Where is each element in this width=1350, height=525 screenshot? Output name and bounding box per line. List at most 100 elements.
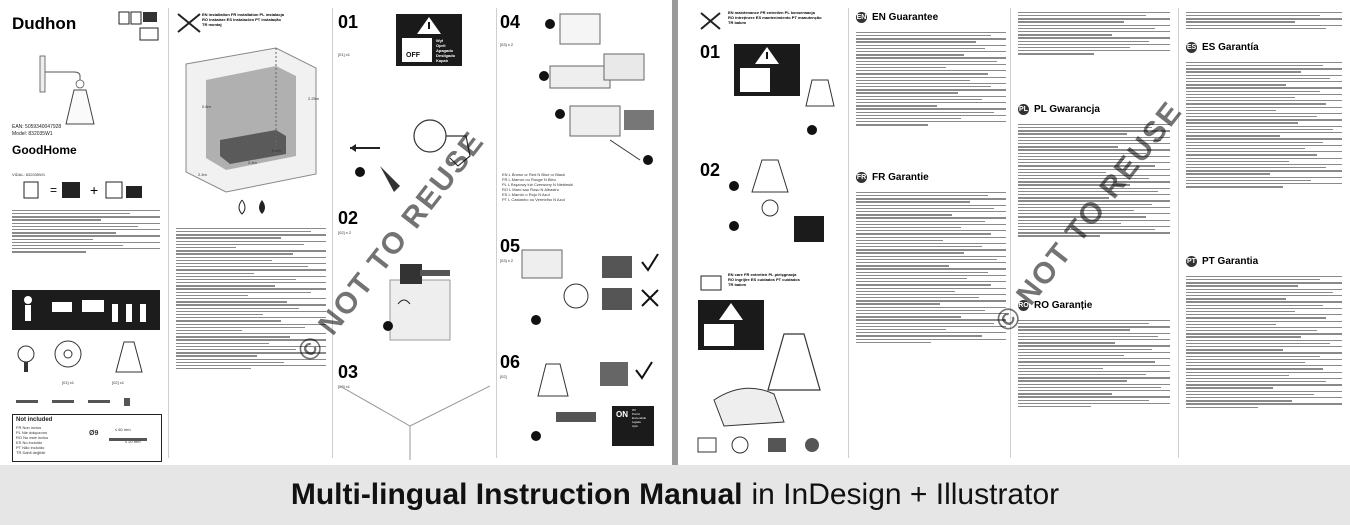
model-label: Model: 832035W1 (12, 131, 53, 137)
ro-flag-icon: RO (1018, 300, 1029, 311)
maint-breaker-panel (734, 44, 800, 96)
shade-fitting-diagram (531, 361, 654, 446)
care-languages: EN care FR entretien PL pielęgnacja RO î… (728, 272, 800, 287)
wiring-check-diagram (521, 249, 659, 325)
tools-panel (12, 290, 160, 330)
not-included-title: Not included (16, 417, 53, 423)
dim-4: 2.25m (308, 96, 320, 101)
maint-step-01: 01 (700, 42, 721, 62)
guarantee-ro-title: RO Garanție (1034, 300, 1093, 311)
guarantee-ro-header: RO RO Garanție (1018, 300, 1092, 311)
guarantee-es-header: ES ES Garantía (1186, 42, 1259, 53)
guarantee-en-continued-text (1018, 10, 1170, 57)
guarantee-pt-text (1186, 274, 1342, 410)
off-oprit: Oprit (436, 43, 446, 48)
on-label: ON (616, 410, 628, 419)
room-safety-column: EN installation FR installation PL insta… (168, 0, 332, 465)
caption-rest: in InDesign + Illustrator (751, 478, 1060, 511)
guarantee-en-fr-column: EN EN Guarantee FR FR Garantie (848, 0, 1010, 465)
wall-corner-diagram (340, 385, 490, 460)
maint-step-02: 02 (700, 160, 721, 180)
svg-text:=: = (50, 183, 57, 197)
cover-column: Dudhon EAN: 5059340047928 Model: 832035W… (0, 0, 168, 465)
step-03-number: 03 (338, 362, 359, 382)
not-included-box: Not included FR Non inclus PL Nie dołącz… (12, 414, 162, 462)
guarantee-en-title: EN Guarantee (872, 12, 939, 23)
warning-text-block (176, 226, 326, 371)
product-title: Dudhon (12, 14, 77, 33)
step-04-parts: [03] x 2 (500, 42, 514, 47)
fr-flag-icon: FR (856, 172, 867, 183)
column-divider (1178, 8, 1179, 458)
vidal-code: VIDAL: 832035W1 (12, 172, 46, 177)
off-kapali: Kapalı (436, 58, 449, 63)
warning-triangle-icon (704, 303, 743, 346)
lamp-removal-diagram (350, 119, 471, 192)
ean-label: EAN: 5059340047928 (12, 124, 62, 130)
guarantee-es-text (1186, 60, 1342, 189)
parts-overview (17, 340, 143, 373)
column-divider (332, 8, 333, 458)
care-breaker-panel (698, 300, 764, 350)
size-label-1: ≤ 60 mm (115, 427, 131, 432)
bathroom-zone-diagram (185, 47, 317, 193)
important-notices-text (12, 208, 160, 255)
safety-pictograms: = + (23, 181, 142, 199)
guarantee-en-text (856, 30, 1006, 128)
pt-flag-icon: PT (1186, 256, 1197, 267)
column-divider (848, 8, 849, 458)
drilling-diagram (383, 264, 451, 341)
dim-3: 0.6m (202, 104, 211, 109)
step-02-number: 02 (338, 208, 359, 228)
drill-size: Ø9 (89, 430, 99, 437)
part-a-label: [01] x1 (62, 380, 75, 385)
maintenance-tools-icon (700, 12, 721, 30)
bulb-change-diagram (729, 159, 824, 242)
es-flag-icon: ES (1186, 42, 1197, 53)
maintenance-column: EN maintenance FR entretien PL konserwac… (678, 0, 848, 465)
water-drops-icon (238, 199, 265, 215)
svg-text:+: + (90, 182, 98, 198)
dim-5: 0.6m (272, 148, 281, 153)
guarantee-fr-text (856, 190, 1006, 345)
guarantee-pl-ro-column: PL PL Gwarancja RO RO Garanție (1010, 0, 1178, 465)
off-wyl: Wył (436, 38, 444, 43)
dim-1: 2.4m (198, 172, 207, 177)
guarantee-pl-text (1018, 122, 1170, 239)
step-01-parts: [01] x1 (338, 52, 351, 57)
guarantee-es-pt-column: ES ES Garantía PT PT Garantia (1178, 0, 1350, 465)
guarantee-pt-title: PT Garantia (1202, 256, 1259, 267)
step-01-number: 01 (338, 12, 359, 32)
column-divider (168, 8, 169, 458)
off-label: OFF (406, 52, 420, 59)
wire-color-legend: EN L Brown or Red N Blue or Black FR L M… (502, 172, 574, 202)
step-06-parts: [02] (500, 374, 507, 379)
step-06-number: 06 (500, 352, 521, 372)
step-03-parts: [03] x1 (338, 384, 351, 389)
dim-2: 2.4m (248, 160, 257, 165)
guarantee-fr-title: FR Garantie (872, 172, 929, 183)
step-05-parts: [03] x 2 (500, 258, 514, 263)
guarantee-pl-title: PL Gwarancja (1034, 104, 1100, 115)
part-b-label: [02] x1 (112, 380, 125, 385)
manual-right-spread: EN maintenance FR entretien PL konserwac… (678, 0, 1350, 465)
pl-flag-icon: PL (1018, 104, 1029, 115)
care-hand-icon (700, 275, 722, 291)
maint-lamp-diagram (805, 79, 835, 135)
warning-triangle-icon (740, 47, 779, 92)
guarantee-ro-continued-text (1186, 10, 1342, 31)
bracket-mounting-diagram (539, 13, 654, 165)
column-divider (496, 8, 497, 458)
guarantee-fr-header: FR FR Garantie (856, 172, 929, 183)
tools-icons (24, 296, 146, 322)
screws-overview (16, 398, 130, 406)
not-included-list: FR Non inclus PL Nie dołączono RO Nu est… (16, 425, 49, 455)
tools-cross-icon (177, 13, 201, 33)
guarantee-ro-text (1018, 318, 1170, 409)
en-flag-icon: EN (856, 12, 867, 23)
caption-bold: Multi-lingual Instruction Manual (290, 478, 743, 511)
guarantee-pt-header: PT PT Garantia (1186, 256, 1258, 267)
step-05-number: 05 (500, 236, 521, 256)
breaker-panel: Wył Oprit Apagado Desligado Kapalı OFF (396, 14, 462, 66)
installation-languages: EN installation FR installation PL insta… (202, 12, 284, 27)
